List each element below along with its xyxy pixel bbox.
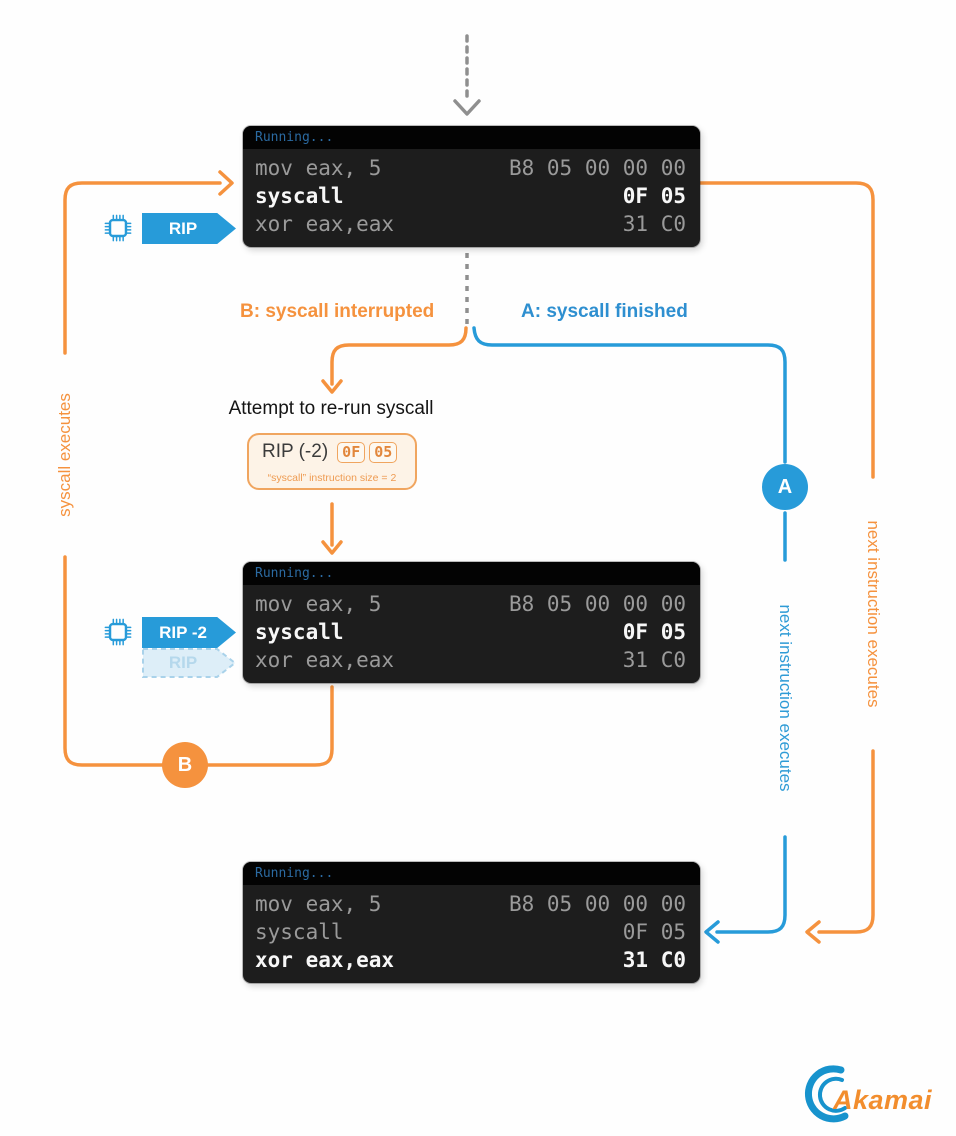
akamai-swoosh-icon — [805, 1065, 849, 1123]
rerun-title: Attempt to re-run syscall — [228, 398, 434, 419]
route-b-orange-lines — [63, 170, 875, 944]
akamai-wordmark: Akamai — [833, 1085, 933, 1115]
rip-minus-2-pointer-tag: RIP -2 — [142, 617, 236, 648]
terminal-titlebar: Running... — [243, 862, 700, 885]
arrowhead-left-icon — [805, 920, 821, 944]
branch-a-label: A: syscall finished — [521, 301, 688, 322]
route-a-blue-lines — [472, 326, 787, 944]
opcode-bytes: 0F 05 — [337, 441, 398, 463]
instruction-size-caption: “syscall” instruction size = 2 — [267, 472, 397, 484]
rip-ghost-pointer-tag: RIP — [142, 648, 237, 678]
rewind-row: RIP (-2) 0F 05 — [249, 435, 415, 463]
rip-minus-2-value: RIP (-2) — [262, 441, 329, 462]
next-instruction-executes-label-blue: next instruction executes — [776, 604, 795, 792]
marker-a-badge: A — [762, 464, 808, 510]
syscall-executes-label: syscall executes — [55, 393, 74, 517]
terminal-titlebar: Running... — [243, 126, 700, 149]
rip-pointer-tag: RIP — [142, 213, 236, 244]
next-instruction-executes-label-orange: next instruction executes — [864, 520, 883, 708]
cpu-chip-icon — [104, 214, 132, 242]
opcode-byte-05: 05 — [369, 441, 398, 463]
arrowhead-down-icon — [321, 540, 343, 555]
arrowhead-down-icon — [321, 379, 343, 394]
cpu-chip-icon — [104, 618, 132, 646]
terminal-titlebar: Running... — [243, 562, 700, 585]
start-arrow-icon — [453, 34, 481, 116]
marker-b-badge: B — [162, 742, 208, 788]
opcode-byte-0f: 0F — [337, 441, 366, 463]
branch-b-label: B: syscall interrupted — [240, 301, 435, 322]
akamai-logo: Akamai — [795, 1063, 950, 1125]
arrowhead-right-icon — [218, 170, 234, 196]
arrowhead-left-icon — [704, 920, 720, 944]
ghost-tag-outline-icon — [142, 648, 237, 678]
rip-rewind-panel: RIP (-2) 0F 05 “syscall” instruction siz… — [247, 433, 417, 490]
